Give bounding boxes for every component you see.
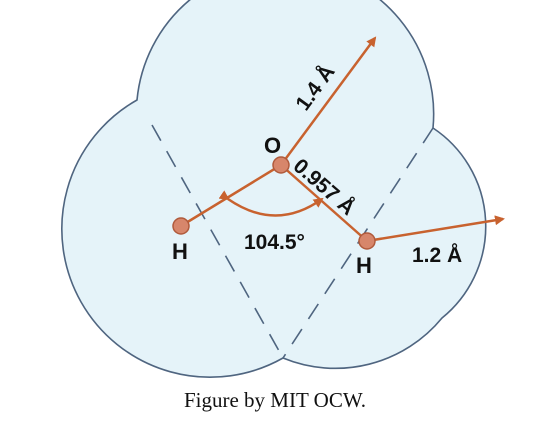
hydrogen-left-label: H: [172, 239, 188, 264]
hydrogen-radius-label: 1.2 Å: [412, 243, 462, 267]
hydrogen-atom-right: [358, 232, 376, 250]
figure-caption: Figure by MIT OCW.: [183, 388, 366, 412]
hydrogen-radius-arrow: [366, 215, 505, 243]
bond-angle-arc: [218, 190, 324, 217]
oxygen-label: O: [264, 133, 281, 158]
bond-right: [280, 164, 368, 242]
van-der-waals-surface: [61, 0, 487, 378]
hydrogen-right-label: H: [356, 253, 372, 278]
overlap-dashed-line-left: [151, 124, 284, 359]
hydrogen-atom-left: [172, 217, 190, 235]
overlap-dashed-line-right: [282, 127, 434, 359]
bond-angle-label: 104.5°: [244, 231, 305, 254]
oxygen-atom: [272, 156, 290, 174]
oxygen-radius-arrow: [279, 36, 377, 166]
